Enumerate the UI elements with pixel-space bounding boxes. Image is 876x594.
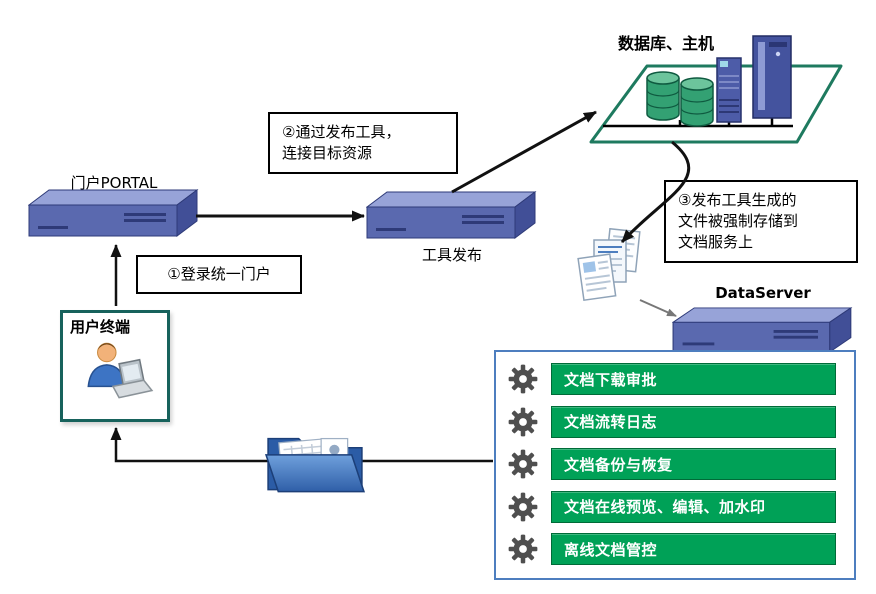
callout-step3-line2: 文件被强制存储到 [678, 212, 799, 230]
tool-publish-label: 工具发布 [421, 246, 482, 264]
callout-step2-line2: 连接目标资源 [282, 144, 373, 162]
user-terminal-box: 用户终端 [60, 310, 170, 422]
callout-step3-line3: 文档服务上 [678, 233, 754, 251]
database-icon [646, 71, 714, 127]
user-laptop-icon [87, 342, 154, 399]
feature-row: 离线文档管控 [508, 533, 836, 565]
server-tower-tall-icon [752, 35, 792, 119]
callout-step3-line1: ③发布工具生成的 [678, 191, 797, 209]
feature-row: 文档下载审批 [508, 363, 836, 395]
gear-icon [508, 492, 538, 522]
feature-label: 文档备份与恢复 [551, 448, 836, 480]
documents-icon [577, 228, 641, 302]
tool-publish-server-icon [366, 190, 538, 240]
database-host-label: 数据库、主机 [617, 34, 714, 53]
gear-icon [508, 407, 538, 437]
portal-label: 门户PORTAL [70, 174, 158, 192]
arrow-tool-to-platform [451, 110, 597, 194]
callout-step2-line1: ②通过发布工具， [282, 123, 401, 141]
feature-label: 文档在线预览、编辑、加水印 [551, 490, 836, 523]
feature-label: 文档下载审批 [551, 363, 836, 395]
feature-row: 文档备份与恢复 [508, 448, 836, 480]
folder-documents-icon [264, 437, 366, 493]
database-platform [589, 35, 843, 144]
feature-panel: 文档下载审批 文档流转日志 文档备份与恢复 文档在线预览、编辑、加水印 离线文档… [494, 350, 856, 580]
feature-label: 文档流转日志 [551, 405, 836, 438]
portal-server-icon [28, 188, 200, 238]
feature-label: 离线文档管控 [551, 533, 836, 565]
dataserver-icon [672, 306, 854, 354]
gear-icon [508, 364, 538, 394]
feature-row: 文档在线预览、编辑、加水印 [508, 490, 836, 523]
feature-row: 文档流转日志 [508, 405, 836, 438]
gear-icon [508, 534, 538, 564]
callout-step2: ②通过发布工具， 连接目标资源 [268, 112, 458, 174]
server-tower-small-icon [716, 57, 742, 123]
callout-step3: ③发布工具生成的 文件被强制存储到 文档服务上 [664, 180, 858, 263]
callout-step1: ①登录统一门户 [136, 255, 302, 294]
gear-icon [508, 449, 538, 479]
dataserver-label: DataServer [715, 284, 811, 302]
user-terminal-label: 用户终端 [70, 318, 131, 336]
